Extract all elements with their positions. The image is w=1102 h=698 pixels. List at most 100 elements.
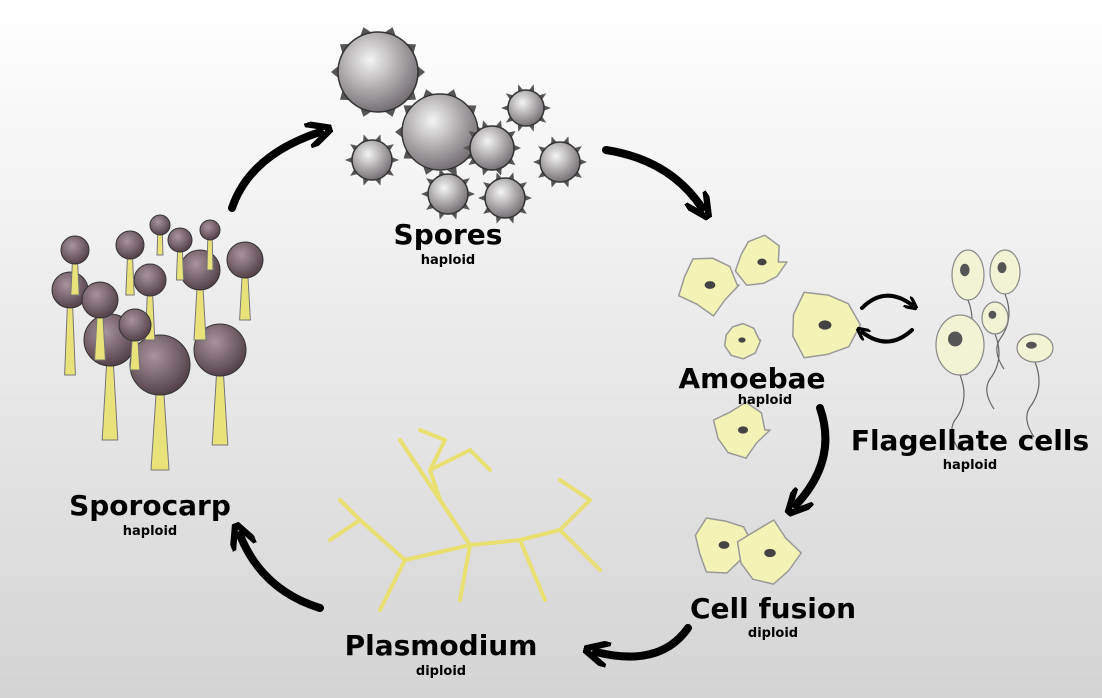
plasmodium-strand [418, 428, 447, 442]
spore-spike [543, 105, 551, 111]
amoeba-nucleus [757, 258, 767, 266]
sporocarp-cap [81, 281, 119, 319]
arrow-sporocarp-to-spores [228, 132, 320, 212]
flagellate-nucleus [960, 263, 970, 277]
arrow-amoebae-to-fusion [796, 404, 830, 505]
spore-spike [421, 191, 429, 197]
spore [533, 136, 587, 188]
spore-spike [501, 105, 509, 111]
spore-spike [463, 144, 471, 152]
spore-spike [468, 130, 477, 138]
arrow-amoebae-to-flagellate [860, 293, 912, 308]
spore-spike [386, 144, 394, 151]
spore [331, 27, 425, 117]
sporocarp-cap [60, 235, 90, 265]
spore-spike [507, 130, 516, 138]
spore-spike [483, 182, 491, 189]
sporocarp-cap [199, 219, 221, 241]
sporocarp-fruiting-body [129, 334, 191, 471]
ploidy-cell-fusion: diploid [748, 626, 798, 641]
spore-spike [395, 126, 403, 138]
flagellate-cell [1016, 333, 1054, 438]
fusion-cell [736, 519, 803, 585]
flagellate-cell [989, 249, 1021, 370]
amoeba-nucleus [737, 426, 749, 434]
amoeba-nucleus [818, 320, 832, 330]
spore-body [337, 31, 419, 113]
plasmodium-strand [518, 538, 547, 602]
arrow-plasmodium-to-sporocarp [240, 535, 324, 612]
spore-spike [538, 93, 547, 100]
flagellate-body [989, 249, 1021, 295]
spore [345, 134, 399, 186]
sporocarp-fruiting-body [118, 308, 152, 371]
arrow-spores-to-amoebae [602, 146, 702, 208]
spore-body [539, 141, 581, 183]
fusion-cell [694, 517, 754, 574]
plasmodium-strand [428, 447, 492, 472]
sporocarp-cap [133, 263, 167, 297]
cycle-arrows [228, 132, 912, 657]
spore-spike [345, 157, 353, 163]
spore-body [427, 173, 469, 215]
plasmodium-strand [398, 438, 442, 502]
plasmodium-strand [328, 518, 362, 542]
spore-spike [417, 66, 425, 78]
fusion-cell-nucleus [718, 541, 730, 549]
label-flagellate-cells: Flagellate cells [851, 424, 1089, 457]
label-spores: Spores [394, 218, 503, 251]
spore-spike [533, 159, 541, 165]
spore [501, 84, 551, 132]
flagellum [986, 333, 1000, 410]
flagellate-nucleus [1026, 341, 1037, 349]
spore-spike [350, 169, 358, 176]
spore-body [351, 139, 393, 181]
flagellate-cell [935, 314, 985, 451]
sporocarp-cap [149, 214, 171, 236]
spore-spike [579, 159, 587, 165]
spore-spike [468, 158, 477, 166]
sporocarp-fruiting-body [81, 281, 119, 361]
spore-spike [462, 203, 470, 210]
flagellate-body [1016, 333, 1054, 363]
amoeba [712, 401, 771, 459]
spore-spike [538, 146, 546, 153]
spore-spike [386, 169, 394, 176]
spore-spike [574, 146, 582, 153]
spore-spike [538, 171, 546, 178]
spore-spike [524, 195, 532, 201]
sporocarp-fruiting-body [199, 219, 221, 271]
spore [421, 168, 475, 220]
spore-spike [331, 66, 339, 78]
amoeba-nucleus [704, 281, 716, 289]
plasmodium-strand [558, 528, 602, 572]
spore-spike [384, 107, 396, 117]
spore-spike [574, 171, 582, 178]
plasmodium-strand [378, 558, 407, 612]
plasmodium-strand [427, 438, 472, 547]
spore-spike [422, 165, 434, 175]
flagellate-body [981, 301, 1009, 335]
spore-spike [467, 191, 475, 197]
spore-spike [360, 27, 372, 37]
ploidy-spores: haploid [421, 253, 475, 268]
sporocarp-fruiting-body [60, 235, 90, 296]
plasmodium-strand [458, 543, 472, 602]
spore-spike [391, 157, 399, 163]
sporocarp-cap [193, 323, 247, 377]
spore-spike [426, 178, 434, 185]
flagellate-body [951, 249, 985, 301]
spore-spike [422, 89, 434, 99]
flagellum [1026, 361, 1040, 438]
ploidy-sporocarp: haploid [123, 524, 177, 539]
arrow-fusion-to-plasmodium [596, 624, 692, 657]
amoeba [723, 322, 762, 360]
sporocarp-cap [118, 308, 152, 342]
spore-spike [513, 144, 521, 152]
spore-spike [462, 178, 470, 185]
spore [478, 172, 532, 224]
labels: Spores haploid Amoebae haploid Flagellat… [69, 218, 1089, 679]
label-plasmodium: Plasmodium [345, 629, 538, 662]
spore-spike [426, 203, 434, 210]
